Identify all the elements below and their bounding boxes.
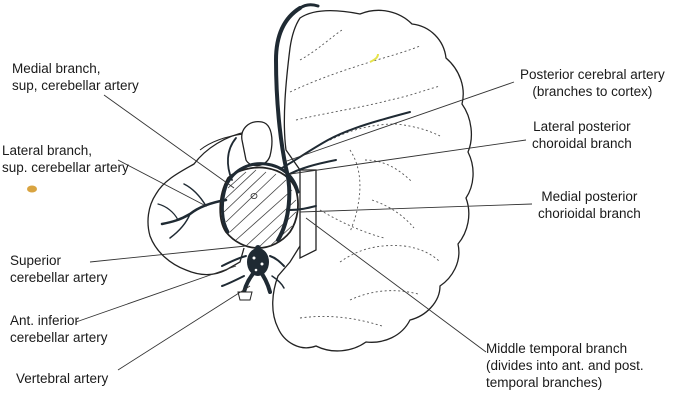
label-medial-posterior-chorioidal-branch: Medial posterior chorioidal branch xyxy=(538,188,641,222)
label-vertebral-artery: Vertebral artery xyxy=(16,370,108,387)
label-line: (divides into ant. and post. xyxy=(486,358,644,373)
midbrain-section xyxy=(219,166,299,249)
label-line: Superior xyxy=(10,253,62,268)
label-ant-inferior-cerebellar-artery: Ant. inferior cerebellar artery xyxy=(10,312,108,346)
label-line: choroidal branch xyxy=(532,136,632,151)
label-line: (branches to cortex) xyxy=(532,84,653,99)
cerebellum-outline xyxy=(147,131,247,276)
label-line: Middle temporal branch xyxy=(486,341,628,356)
label-line: sup. cerebellar artery xyxy=(2,160,129,175)
label-line: Medial branch, xyxy=(12,61,101,76)
basilar-dots xyxy=(252,256,264,272)
label-line: Medial posterior xyxy=(541,189,638,204)
label-superior-cerebellar-artery: Superior cerebellar artery xyxy=(10,252,108,286)
label-line: Lateral branch, xyxy=(2,143,93,158)
orange-dot xyxy=(27,185,37,193)
label-line: Ant. inferior xyxy=(10,313,80,328)
leader-lines xyxy=(75,81,533,371)
label-line: cerebellar artery xyxy=(10,270,108,285)
basilar-artery xyxy=(247,248,269,276)
label-medial-branch-sup-cerebellar: Medial branch, sup, cerebellar artery xyxy=(12,60,139,94)
label-line: temporal branches) xyxy=(486,375,603,390)
yellow-mark xyxy=(369,53,379,63)
label-line: cerebellar artery xyxy=(10,330,108,345)
label-lateral-posterior-choroidal-branch: Lateral posterior choroidal branch xyxy=(532,118,632,152)
label-posterior-cerebral-artery: Posterior cerebral artery (branches to c… xyxy=(520,66,665,100)
pons-bulb xyxy=(241,121,273,167)
sulci-lines xyxy=(289,29,441,327)
label-line: chorioidal branch xyxy=(538,206,641,221)
label-line: Vertebral artery xyxy=(16,371,109,386)
label-line: Posterior cerebral artery xyxy=(520,67,665,82)
label-middle-temporal-branch: Middle temporal branch (divides into ant… xyxy=(486,340,644,391)
vertebral-stump xyxy=(237,291,253,301)
hemisphere-outline xyxy=(272,9,474,352)
label-line: sup, cerebellar artery xyxy=(12,78,139,93)
tentorium-bar xyxy=(299,169,317,260)
label-lateral-branch-sup-cerebellar: Lateral branch, sup. cerebellar artery xyxy=(2,142,129,176)
artery-network xyxy=(157,3,411,294)
label-line: Lateral posterior xyxy=(533,119,631,134)
